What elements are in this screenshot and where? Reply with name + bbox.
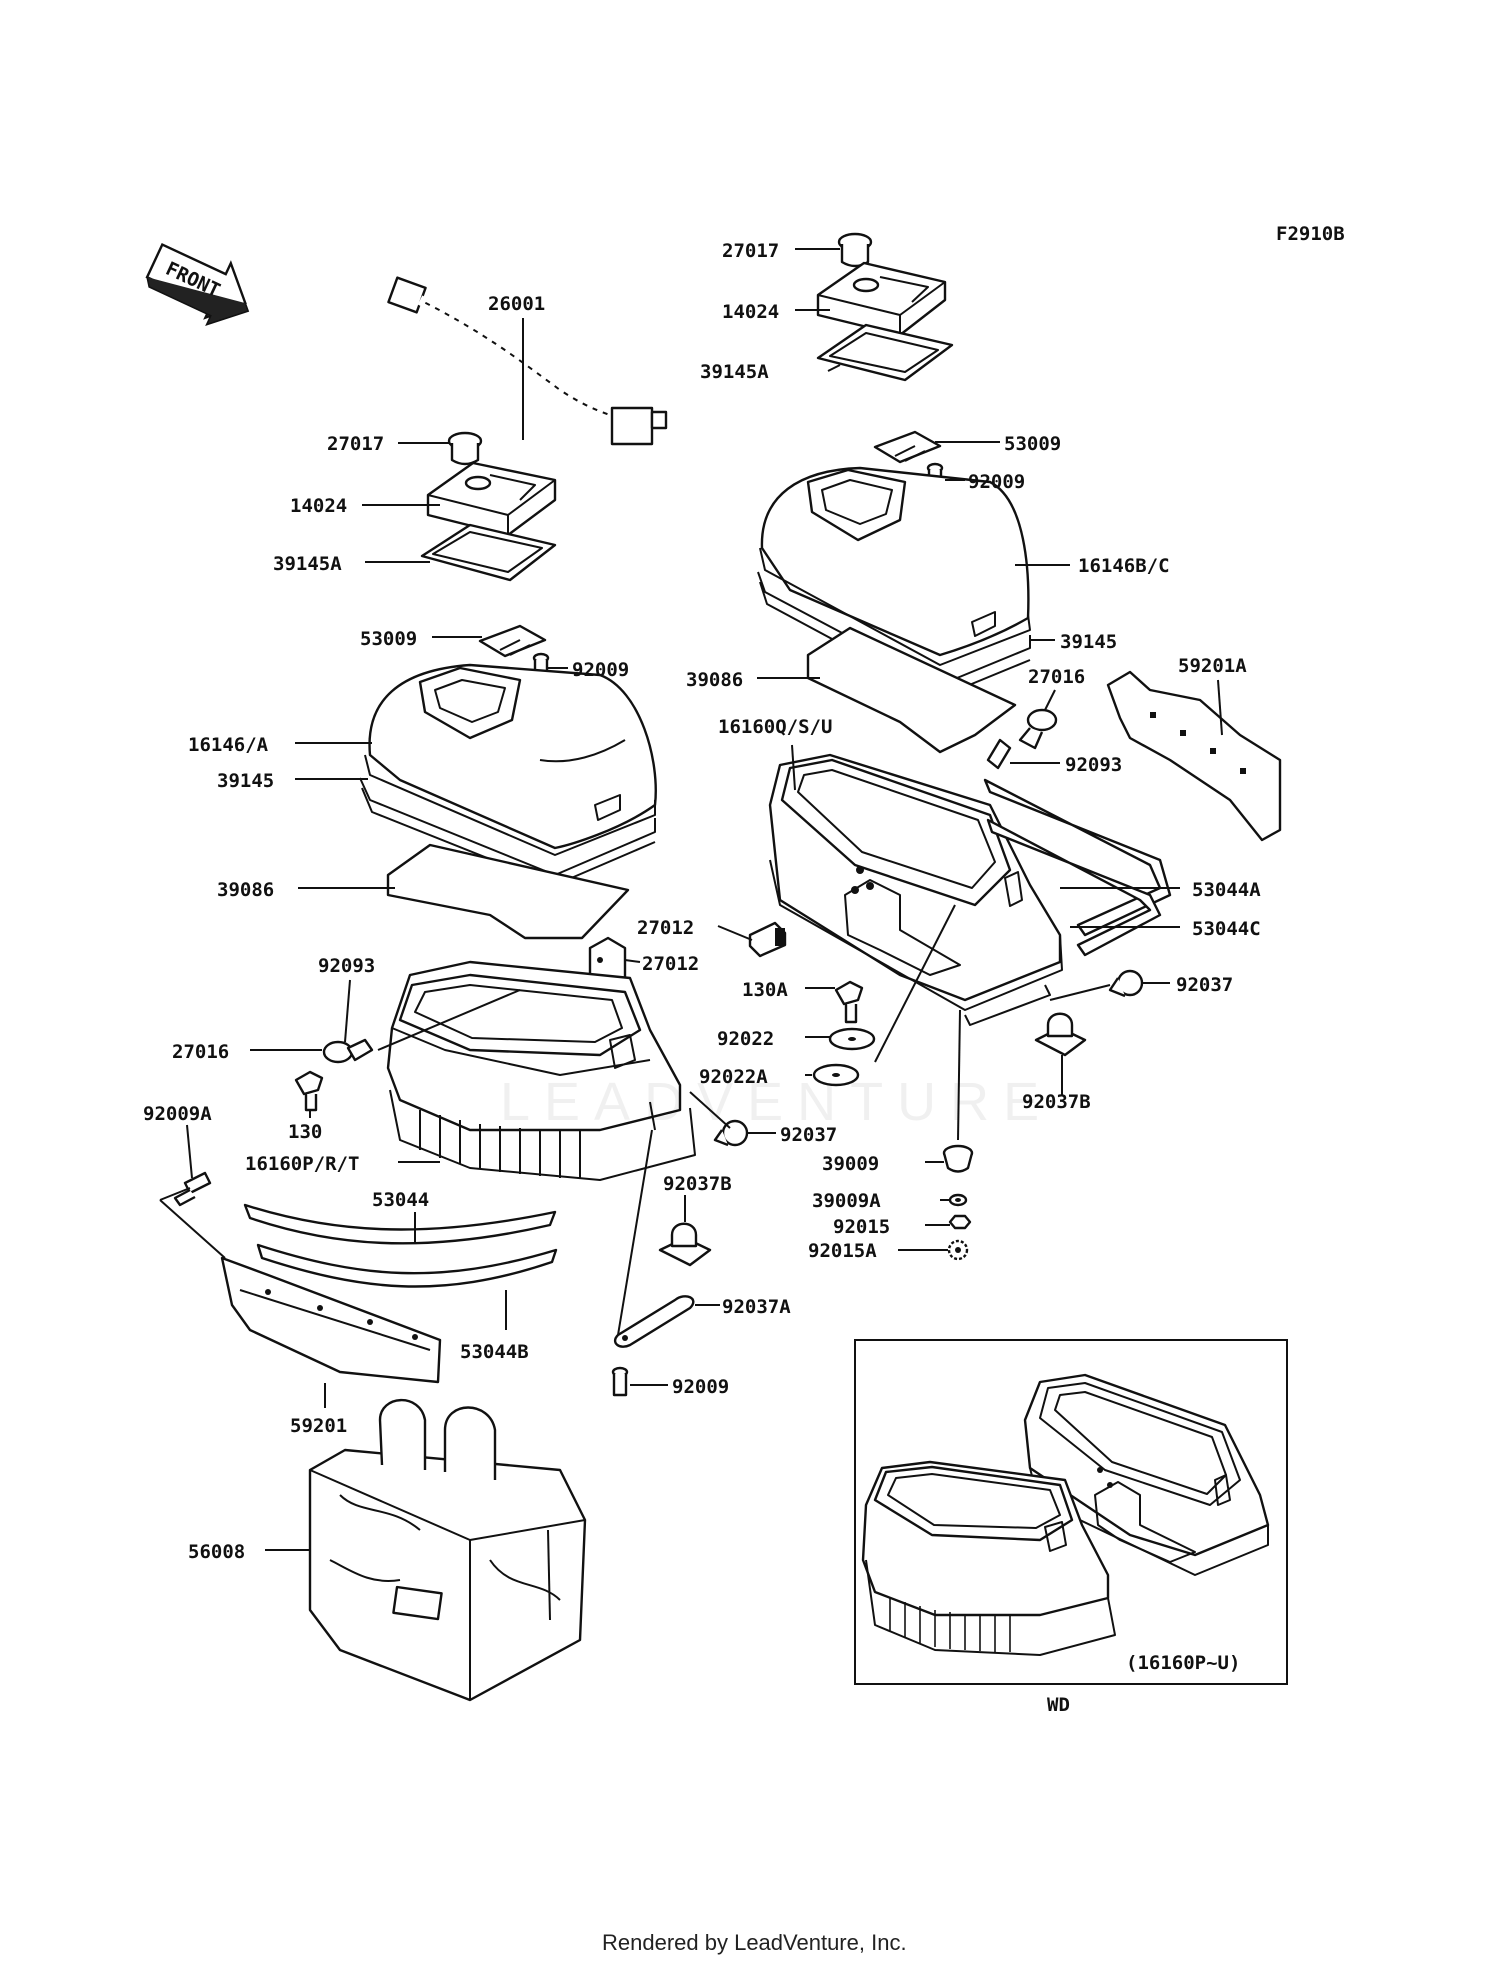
callout-27012-right: 27012 (637, 917, 694, 939)
callout-14024-top: 14024 (722, 301, 779, 323)
callout-39086-right: 39086 (686, 669, 743, 691)
knob-part-left (447, 431, 483, 466)
bolt-130A (834, 980, 864, 1024)
leader-lines (159, 248, 1223, 1551)
callout-53044C: 53044C (1192, 918, 1261, 940)
inset-box: (16160P~U) (854, 1339, 1288, 1685)
callout-92022A: 92022A (699, 1066, 768, 1088)
callout-39009: 39009 (822, 1153, 879, 1175)
lockwasher-92015A (947, 1239, 969, 1261)
washer-39009A (948, 1193, 968, 1207)
case-top-right (759, 466, 1031, 666)
callout-39145-left: 39145 (217, 770, 274, 792)
gasket-right (816, 323, 954, 382)
inset-case-right (1023, 1373, 1270, 1576)
callout-53044B: 53044B (460, 1341, 529, 1363)
callout-59201A: 59201A (1178, 655, 1247, 677)
case-body-left (386, 960, 696, 1181)
inset-caption: (16160P~U) (1126, 1652, 1240, 1674)
callout-92037A: 92037A (722, 1296, 791, 1318)
callout-92093-right: 92093 (1065, 754, 1122, 776)
callout-16146BC: 16146B/C (1078, 555, 1170, 577)
side-panel-59201A (1106, 670, 1282, 842)
callout-27017-top: 27017 (722, 240, 779, 262)
figure-code: F2910B (1276, 223, 1345, 245)
latch-left-27016 (322, 1038, 374, 1064)
callout-53009-right: 53009 (1004, 433, 1061, 455)
footer-credit: Rendered by LeadVenture, Inc. (602, 1930, 907, 1955)
hinge-right (873, 430, 942, 464)
hinge-left (478, 624, 547, 658)
callout-53009-left: 53009 (360, 628, 417, 650)
callout-16146A: 16146/A (188, 734, 269, 756)
washer-92022 (828, 1027, 876, 1051)
washer-92022A (812, 1063, 860, 1087)
lid-cover-left (426, 461, 557, 537)
callout-130A: 130A (742, 979, 788, 1001)
callout-27016-right: 27016 (1028, 666, 1085, 688)
latch-right-27016 (1018, 708, 1058, 750)
nut-92015 (948, 1214, 972, 1230)
wiring-harness-part (387, 276, 668, 446)
cap-92037-right (1108, 969, 1144, 998)
bracket-right-27012 (748, 921, 787, 958)
callout-39009A: 39009A (812, 1190, 881, 1212)
grommet-39009 (942, 1144, 974, 1173)
callout-92022: 92022 (717, 1028, 774, 1050)
case-top-left (364, 663, 657, 856)
callout-92037B-right: 92037B (1022, 1091, 1091, 1113)
callout-39145-right: 39145 (1060, 631, 1117, 653)
pad-left (386, 843, 630, 940)
callout-92015: 92015 (833, 1216, 890, 1238)
callout-92009-left: 92009 (572, 659, 629, 681)
pad-right (806, 626, 1017, 754)
case-body-right (768, 753, 1063, 1026)
callout-39145A-top: 39145A (700, 361, 769, 383)
lid-cover-right (816, 261, 947, 337)
screw-bottom-92009 (611, 1366, 629, 1397)
clip-92037B-left (658, 1222, 712, 1267)
callout-16160PRT: 16160P/R/T (245, 1153, 359, 1175)
callout-92037-right: 92037 (1176, 974, 1233, 996)
callout-26001: 26001 (488, 293, 545, 315)
bottom-trim-59201 (220, 1256, 442, 1384)
callout-27016-left: 27016 (172, 1041, 229, 1063)
strap-92037A (613, 1295, 695, 1348)
callout-130: 130 (288, 1121, 322, 1143)
callout-92093-left: 92093 (318, 955, 375, 977)
trim-strip-53044 (243, 1203, 557, 1245)
callout-14024-left: 14024 (290, 495, 347, 517)
callout-39086-left: 39086 (217, 879, 274, 901)
gasket-left (420, 523, 557, 582)
watermark-text: LEADVENTURE (500, 1072, 1053, 1132)
callout-56008: 56008 (188, 1541, 245, 1563)
trim-strip-53044B (256, 1243, 558, 1288)
front-arrow-icon: FRONT (145, 242, 250, 327)
inset-case-left (861, 1460, 1116, 1656)
callout-labels: 27017 14024 39145A 26001 27017 14024 391… (143, 240, 1261, 1563)
callout-92037B-left: 92037B (663, 1173, 732, 1195)
callout-27012-left: 27012 (642, 953, 699, 975)
callout-92015A: 92015A (808, 1240, 877, 1262)
callout-53044: 53044 (372, 1189, 429, 1211)
knob-part-right (837, 232, 873, 268)
callout-39145A-left: 39145A (273, 553, 342, 575)
callout-27017-left: 27017 (327, 433, 384, 455)
callout-92009-bottom: 92009 (672, 1376, 729, 1398)
callout-53044A: 53044A (1192, 879, 1261, 901)
trim-strip-53044A (983, 778, 1172, 937)
callout-92009A: 92009A (143, 1103, 212, 1125)
clip-92037B-right (1034, 1012, 1087, 1057)
callout-59201: 59201 (290, 1415, 347, 1437)
bolt-left-130 (294, 1070, 324, 1112)
callout-92009-right: 92009 (968, 471, 1025, 493)
bracket-right-92093 (986, 738, 1012, 770)
storage-bag-56008 (308, 1398, 587, 1702)
inset-label: WD (1047, 1694, 1070, 1716)
callout-92037-left: 92037 (780, 1124, 837, 1146)
callout-16160QSU: 16160Q/S/U (718, 716, 832, 738)
